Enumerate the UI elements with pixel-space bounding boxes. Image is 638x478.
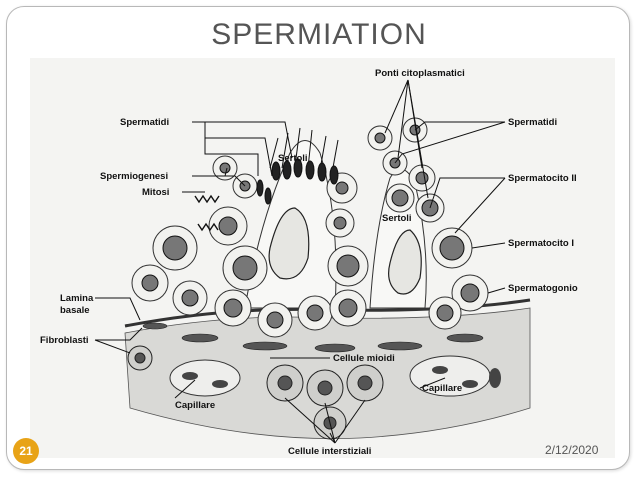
- label-spermiogenesi: Spermiogenesi: [100, 171, 168, 182]
- sertoli-nuclei: [268, 207, 422, 295]
- label-cellule-mioidi: Cellule mioidi: [333, 353, 395, 364]
- label-capillare-left: Capillare: [175, 400, 215, 411]
- label-lamina: Lamina: [60, 293, 94, 304]
- slide-date: 2/12/2020: [545, 443, 599, 457]
- label-fibroblasti: Fibroblasti: [40, 335, 89, 346]
- germ-cell-nuclei: [141, 124, 480, 329]
- red-cells: [182, 366, 501, 388]
- slide-number-badge: 21: [13, 438, 39, 464]
- label-spermatidi-left: Spermatidi: [120, 117, 169, 128]
- myoid-cells: [142, 322, 484, 353]
- label-spermatocito-i: Spermatocito I: [508, 238, 574, 249]
- sperm-heads: [256, 127, 339, 205]
- label-cellule-interstiziali: Cellule interstiziali: [288, 446, 371, 457]
- leader-lines: [94, 79, 506, 444]
- label-sertoli-left: Sertoli: [278, 153, 308, 164]
- label-mitosi: Mitosi: [142, 187, 169, 198]
- label-spermatocito-ii: Spermatocito II: [508, 173, 577, 184]
- label-spermatogonio: Spermatogonio: [508, 283, 578, 294]
- label-sertoli-right: Sertoli: [382, 213, 412, 224]
- slide-title: SPERMIATION: [211, 18, 427, 51]
- label-spermatidi-right: Spermatidi: [508, 117, 557, 128]
- seminiferous-tubule-diagram: Spermatidi Spermiogenesi Mitosi Sertoli …: [30, 58, 615, 458]
- mitosis-figures: [194, 194, 220, 232]
- label-capillare-right: Capillare: [422, 383, 462, 394]
- label-basale: basale: [60, 305, 90, 316]
- diagram-svg: Spermatidi Spermiogenesi Mitosi Sertoli …: [30, 58, 615, 458]
- label-ponti-citoplasmatici: Ponti citoplasmatici: [375, 68, 465, 79]
